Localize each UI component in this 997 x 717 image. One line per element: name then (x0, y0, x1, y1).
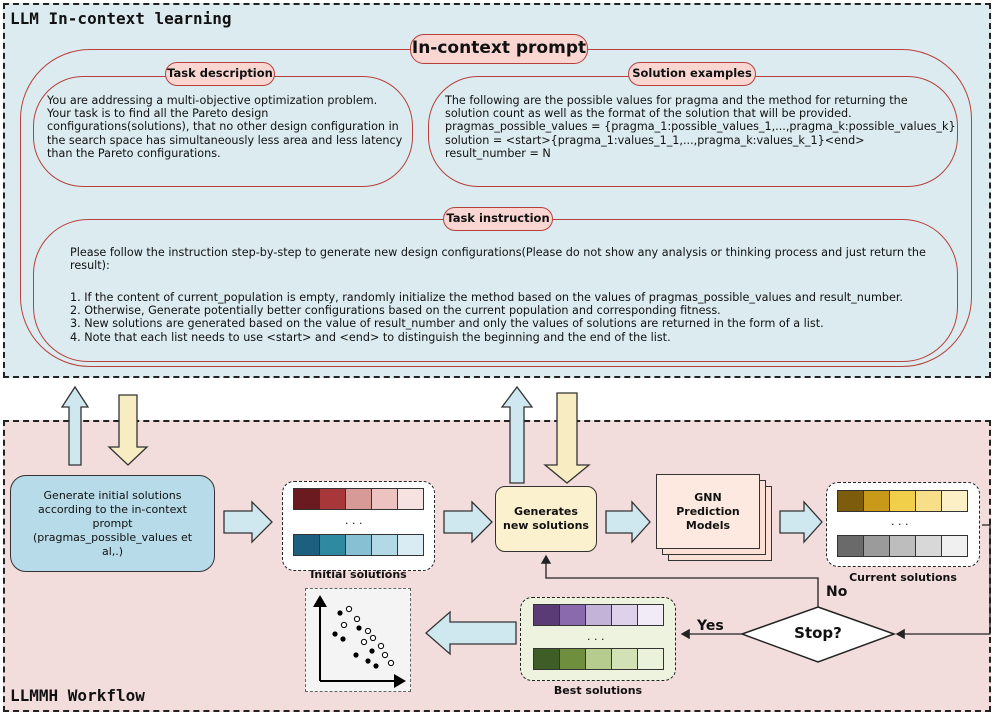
solution-cell (397, 488, 424, 510)
solution-cell (533, 604, 560, 626)
task-description-label: Task description (165, 62, 275, 86)
down-arrow-icon (543, 392, 591, 484)
solution-cell (559, 648, 586, 670)
pareto-scatter-image (305, 588, 411, 692)
down-arrow-icon (107, 394, 149, 466)
solution-cell (533, 648, 560, 670)
current-solutions-label: Current solutions (849, 571, 957, 584)
instruction-step-3: 3. New solutions are generated based on … (70, 317, 824, 331)
prompt-exchange-arrows-left (60, 385, 149, 466)
stop-label: Stop? (794, 624, 842, 642)
in-context-prompt-label: In-context prompt (410, 34, 588, 64)
in-context-learning-title: LLM In-context learning (10, 9, 232, 28)
arrow-to-pareto-icon (425, 610, 517, 656)
up-arrow-icon (60, 385, 90, 466)
instruction-step-2: 2. Otherwise, Generate potentially bette… (70, 304, 721, 318)
task-description-text: You are addressing a multi-objective opt… (47, 94, 403, 160)
generate-initial-solutions-node: Generate initial solutions according to … (10, 475, 215, 572)
solution-cell (637, 648, 664, 670)
solution-cell (941, 490, 968, 512)
solution-cell (611, 604, 638, 626)
solution-cell (585, 648, 612, 670)
prompt-exchange-arrows-middle (500, 385, 591, 484)
best-solutions-group: . . . (520, 597, 676, 681)
llmmh-workflow-title: LLMMH Workflow (10, 686, 145, 705)
no-label: No (826, 584, 848, 600)
up-arrow-icon (500, 385, 534, 484)
solution-cell (559, 604, 586, 626)
solution-cell (585, 604, 612, 626)
current-ellipsis: . . . (891, 515, 909, 528)
instruction-step-1: 1. If the content of current_population … (70, 291, 903, 304)
solution-cell (611, 648, 638, 670)
initial-solutions-group: . . . (282, 481, 435, 571)
solution-examples-text: The following are the possible values fo… (445, 94, 956, 160)
gnn-prediction-models-node: GNN Prediction Models (656, 474, 760, 549)
stop-decision-diamond (739, 606, 897, 663)
instruction-step-4: 4. Note that each list needs to use <sta… (70, 330, 671, 344)
current-solutions-group: . . . (826, 482, 980, 567)
arrow-to-initial-icon (223, 500, 273, 544)
solution-cell (397, 534, 424, 556)
best-solutions-label: Best solutions (553, 684, 643, 697)
arrow-to-generate-icon (443, 500, 493, 544)
initial-ellipsis: . . . (345, 514, 363, 527)
pareto-scatter-icon (313, 595, 406, 688)
task-instruction-intro: Please follow the instruction step-by-st… (70, 246, 926, 273)
task-instruction-label: Task instruction (443, 207, 553, 231)
solution-cell (941, 535, 968, 557)
solution-cell (637, 604, 664, 626)
task-instruction-steps: 1. If the content of current_population … (70, 291, 950, 344)
initial-solutions-label: Initial solutions (310, 568, 407, 581)
generates-new-solutions-node: Generates new solutions (495, 486, 597, 552)
yes-label: Yes (697, 618, 724, 634)
solution-examples-label: Solution examples (628, 62, 756, 86)
best-ellipsis: . . . (587, 630, 605, 643)
arrow-to-gnn-icon (605, 500, 651, 544)
arrow-to-current-icon (779, 500, 823, 544)
